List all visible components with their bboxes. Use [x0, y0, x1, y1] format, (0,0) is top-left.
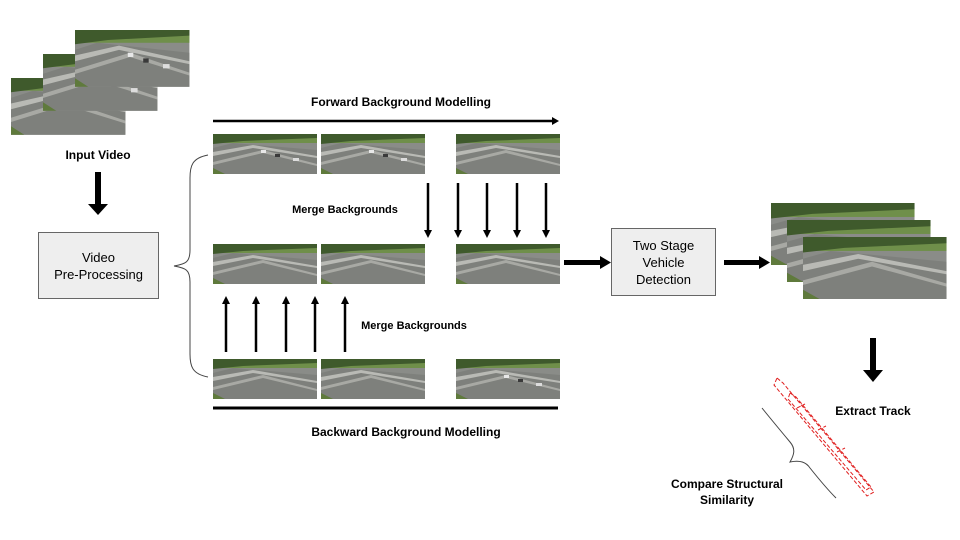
track-outline [773, 377, 875, 497]
input-video-frames [11, 30, 189, 135]
compare-brace [761, 407, 837, 499]
arrow-input-to-preprocessing [88, 172, 108, 215]
input-video-label: Input Video [65, 148, 130, 162]
preprocessing-line1: Video [81, 249, 115, 265]
detection-line2: Vehicle [642, 254, 685, 270]
merged-background-row [213, 244, 560, 284]
merge-backgrounds-top-label: Merge Backgrounds [292, 204, 398, 216]
detection-line1: Two Stage [632, 237, 695, 253]
arrow-to-detection [564, 256, 611, 269]
extract-track-label: Extract Track [835, 404, 911, 418]
forward-frame-row [213, 134, 560, 174]
detection-line3: Detection [636, 271, 691, 287]
compare-label-line2: Similarity [700, 493, 754, 507]
backward-modelling-label: Backward Background Modelling [311, 425, 500, 439]
compare-label-line1: Compare Structural [671, 477, 783, 491]
forward-modelling-label: Forward Background Modelling [311, 95, 491, 109]
preprocessing-line2: Pre-Processing [54, 266, 143, 282]
forward-arrow [213, 117, 559, 125]
backward-merge-arrows [222, 296, 349, 352]
detection-box: Two Stage Vehicle Detection [611, 228, 716, 296]
arrow-to-extract-track [863, 338, 883, 382]
backward-frame-row [213, 359, 560, 399]
forward-merge-arrows [424, 183, 550, 238]
fan-out-brace [173, 154, 209, 378]
merge-backgrounds-bottom-label: Merge Backgrounds [361, 320, 467, 332]
output-video-frames [771, 203, 947, 299]
preprocessing-box: Video Pre-Processing [38, 232, 159, 299]
arrow-to-output [724, 256, 770, 269]
